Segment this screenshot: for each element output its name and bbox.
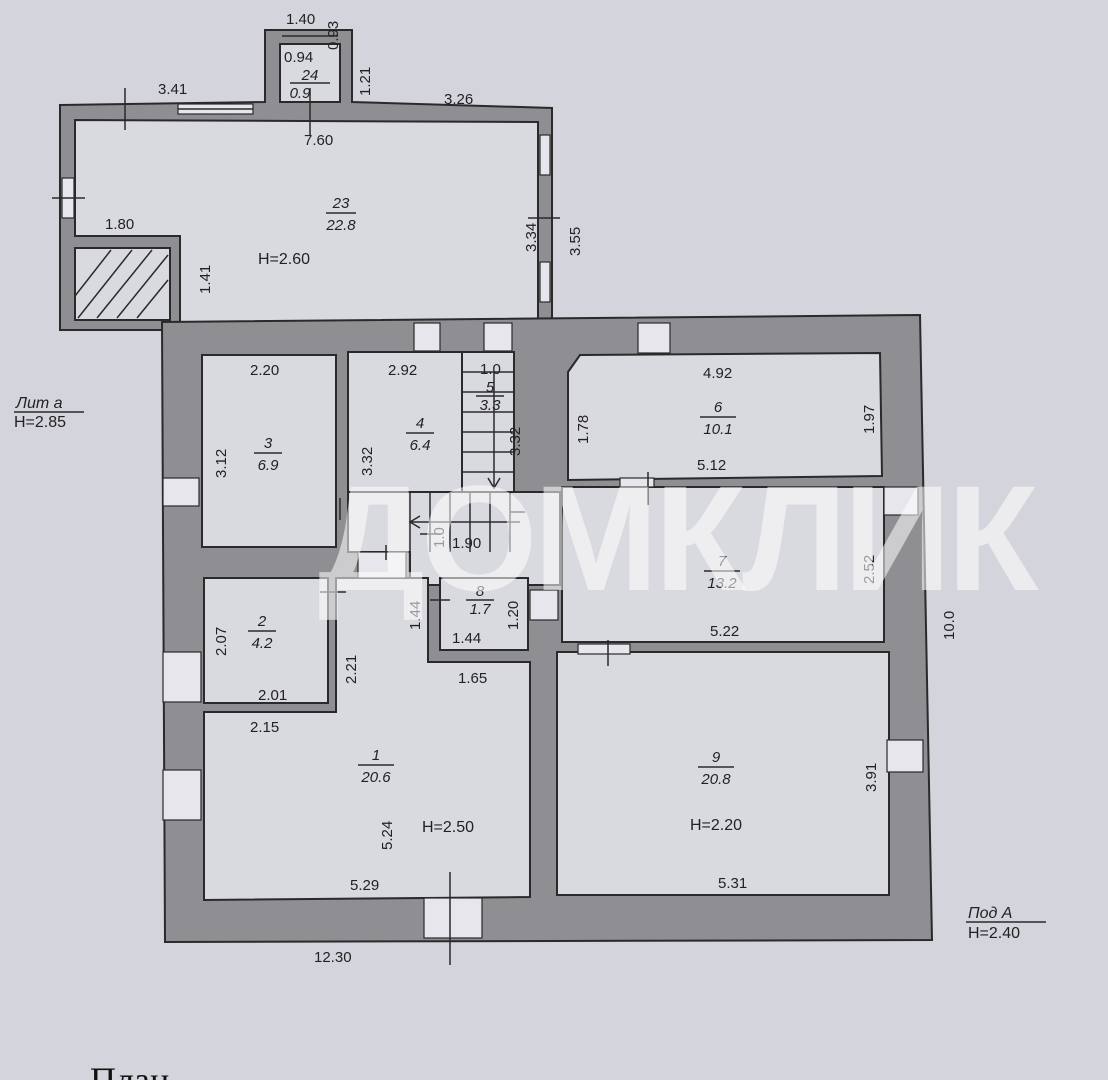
dim-4-92: 4.92 [703,365,732,382]
dim-5-24: 5.24 [379,821,396,850]
dim-1-90: 1.90 [452,535,481,552]
dim-12-30: 12.30 [314,949,352,966]
dim-5-22: 5.22 [710,623,739,640]
dim-1-65: 1.65 [458,670,487,687]
section-labels: Лит а H=2.85 Под А H=2.40 [14,395,1046,942]
room-9-area: 20.8 [700,771,731,788]
room-3-number: 3 [264,435,273,452]
pod-a-height: H=2.40 [968,925,1020,942]
dim-3-26: 3.26 [444,91,473,108]
room-23-number: 23 [332,195,350,212]
room-labels: 23 22.8 H=2.60 24 0.9 3 6.9 4 6.4 5 3.3 … [248,67,742,836]
dim-3-12: 3.12 [213,449,230,478]
dim-2-07: 2.07 [213,627,230,656]
dimension-ticks [52,88,649,965]
dim-10-0: 10.0 [941,611,958,640]
dim-3-32-stair: 3.32 [507,427,524,456]
room-6-number: 6 [714,399,723,416]
dim-2-52: 2.52 [861,555,878,584]
room-2-area: 4.2 [252,635,274,652]
bottom-caption: План [90,1062,210,1080]
dim-1-78: 1.78 [575,415,592,444]
room-1-number: 1 [372,747,380,764]
room-7-area: 13.2 [707,575,737,592]
dim-7-60: 7.60 [304,132,333,149]
room-7-number: 7 [718,553,727,570]
dim-0-94: 0.94 [284,49,313,66]
dim-3-55: 3.55 [567,227,584,256]
dim-1-97: 1.97 [861,405,878,434]
room-23-area: 22.8 [325,217,356,234]
bottom-caption-text: План [90,1062,210,1080]
dim-1-20: 1.20 [505,601,522,630]
dim-3-41: 3.41 [158,81,187,98]
dim-1-44-bottom: 1.44 [452,630,481,647]
room-8-number: 8 [476,583,485,600]
room-9-number: 9 [712,749,721,766]
room-9-height: H=2.20 [690,817,742,834]
lit-a-height: H=2.85 [14,414,66,431]
room-4-number: 4 [416,415,424,432]
room-8-area: 1.7 [470,601,492,618]
room-2-number: 2 [257,613,267,630]
dim-3-32-left: 3.32 [359,447,376,476]
room-5-number: 5 [486,379,495,396]
room-6-area: 10.1 [703,421,732,438]
extension-lit-a [59,29,553,331]
room-24-area: 0.9 [290,85,312,102]
dim-3-34: 3.34 [523,223,540,252]
dim-2-21: 2.21 [343,655,360,684]
watermark: ДОМКЛИК [318,454,1043,622]
main-house [160,313,934,944]
dim-1-44-side: 1.44 [407,601,424,630]
room-3-area: 6.9 [258,457,280,474]
room-23-height: H=2.60 [258,251,310,268]
room-24-number: 24 [301,67,319,84]
lit-a-label: Лит а [15,395,63,412]
dim-1-41: 1.41 [197,265,214,294]
room-1-area: 20.6 [360,769,391,786]
dim-0-93: 0.93 [325,21,342,50]
dimension-labels: 1.40 0.94 0.93 1.21 3.41 3.26 7.60 1.80 … [105,11,958,966]
room-5-area: 3.3 [480,397,502,414]
dim-3-91: 3.91 [863,763,880,792]
dim-2-20: 2.20 [250,362,279,379]
watermark-text: ДОМКЛИК [318,454,1039,622]
dim-5-29: 5.29 [350,877,379,894]
dim-1-0-top: 1.0 [480,361,501,378]
dim-5-12: 5.12 [697,457,726,474]
dim-5-31: 5.31 [718,875,747,892]
dim-2-15: 2.15 [250,719,279,736]
dim-2-92: 2.92 [388,362,417,379]
room-1-height: H=2.50 [422,819,474,836]
dim-1-80: 1.80 [105,216,134,233]
dim-1-40: 1.40 [286,11,315,28]
dim-1-0-side: 1.0 [431,527,448,548]
dim-1-21: 1.21 [357,67,374,96]
pod-a-label: Под А [968,905,1012,922]
dim-2-01: 2.01 [258,687,287,704]
room-4-area: 6.4 [410,437,431,454]
